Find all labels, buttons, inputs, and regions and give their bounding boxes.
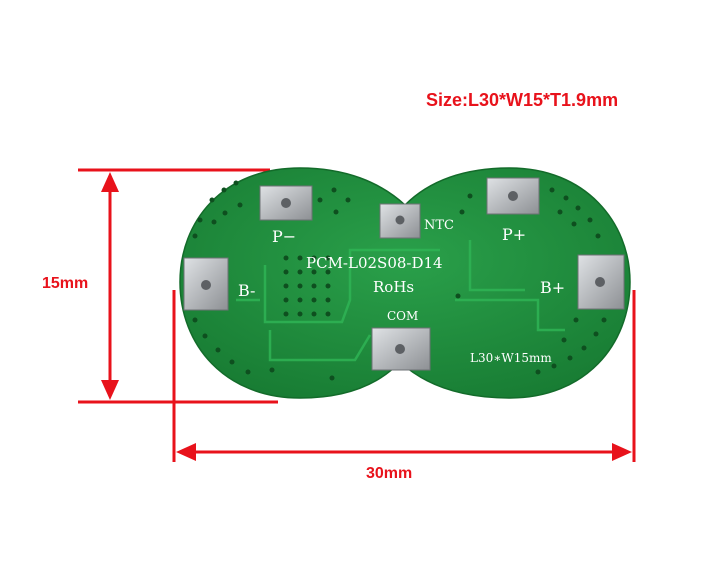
- width-dimension-label: 30mm: [366, 465, 413, 482]
- silk-p-plus: P+: [502, 225, 526, 244]
- silk-com: COM: [387, 309, 418, 323]
- pcb-board: P− NTC P+ PCM-L02S08-D14 RoHs B- B+ COM …: [179, 167, 631, 399]
- pad-p-minus: [259, 185, 313, 221]
- pad-b-plus: [577, 254, 625, 310]
- pcb-vias: [192, 180, 607, 381]
- silk-rohs: RoHs: [373, 278, 414, 296]
- silk-b-plus: B+: [540, 278, 565, 297]
- height-dimension-label: 15mm: [42, 275, 89, 292]
- pad-b-minus: [183, 257, 229, 311]
- silk-dimension-mark: L30∗W15mm: [470, 351, 552, 365]
- silk-p-minus: P−: [272, 227, 296, 246]
- dimension-lines: [78, 168, 636, 462]
- pad-p-plus: [486, 177, 540, 215]
- silk-model: PCM-L02S08-D14: [306, 254, 443, 272]
- pad-ntc: [379, 203, 421, 239]
- silk-b-minus: B-: [238, 281, 255, 300]
- silk-ntc: NTC: [424, 218, 454, 233]
- dimension-arrowheads: [101, 172, 632, 461]
- size-spec-label: Size:L30*W15*T1.9mm: [426, 90, 619, 110]
- pad-com: [371, 327, 431, 371]
- pcb-traces: [236, 240, 565, 362]
